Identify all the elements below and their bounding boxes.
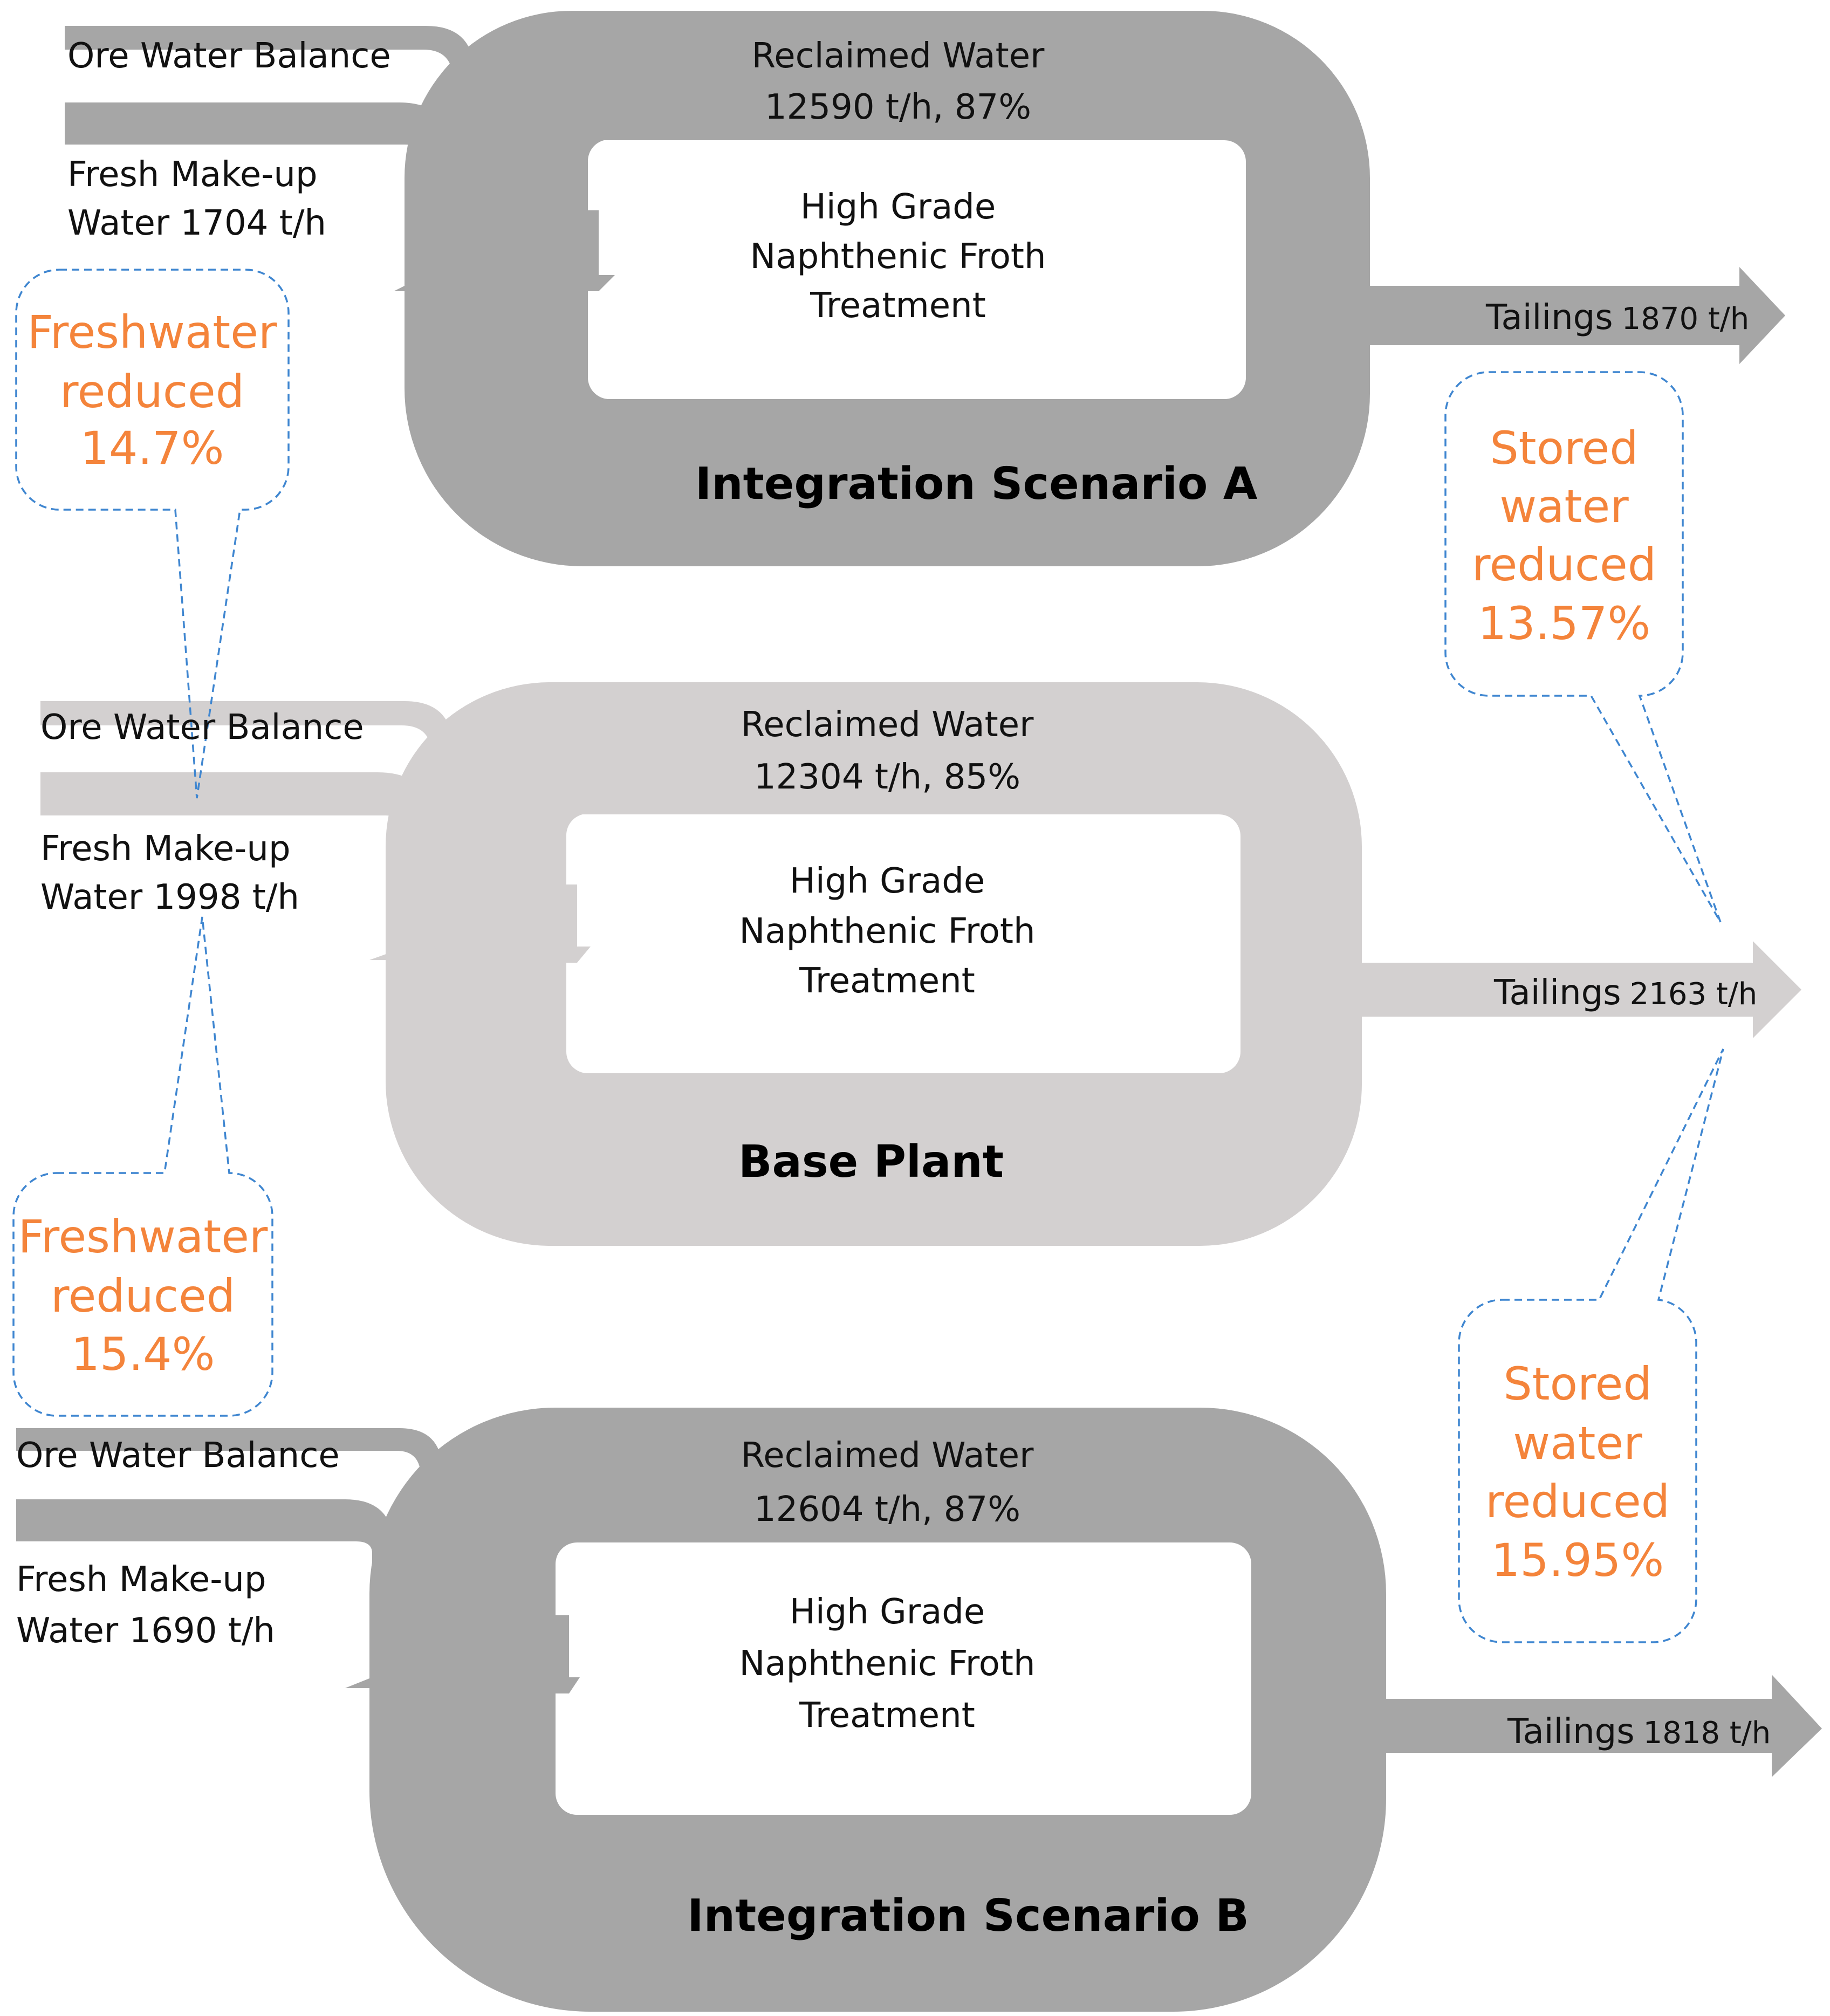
base-tailings-word: Tailings [1493, 973, 1621, 1013]
scenario-b-fresh-water-stream [16, 1499, 399, 1688]
scenario-a-reclaimed-loop [405, 11, 1370, 566]
base-reclaimed-line1: Reclaimed Water [741, 705, 1034, 745]
scenario-b-reclaimed-loop [369, 1408, 1386, 2012]
callout-freshwater-b-line2: reduced [51, 1270, 235, 1322]
base-title: Base Plant [738, 1136, 1004, 1188]
scenario-a-reclaimed-line1: Reclaimed Water [752, 36, 1045, 76]
base-tailings-label: Tailings 2163 t/h [1493, 973, 1757, 1013]
base-tailings-value: 2163 t/h [1630, 977, 1758, 1012]
scenario-a-ore-water-stream [65, 26, 475, 146]
scenario-b-inflow-notch [553, 1615, 580, 1693]
scenario-b-tailings-word: Tailings [1507, 1712, 1635, 1752]
scenario-a-process-line1: High Grade [800, 187, 996, 227]
callout-freshwater-b-line3: 15.4% [71, 1328, 215, 1381]
scenario-b-process-line2: Naphthenic Froth [739, 1644, 1035, 1684]
base-fresh-label-line1: Fresh Make-up [40, 829, 291, 869]
base-fresh-water-stream [40, 772, 445, 960]
scenario-b-diagram [16, 1408, 1822, 2012]
callout-stored-a-bubble [1444, 371, 1722, 923]
scenario-a-fresh-water-stream [65, 102, 464, 291]
callout-stored-a-line4: 13.57% [1478, 597, 1650, 650]
base-reclaimed-line2: 12304 t/h, 85% [754, 757, 1020, 797]
base-ore-label: Ore Water Balance [40, 708, 364, 748]
base-reclaimed-loop [386, 682, 1362, 1246]
scenario-b-process-line1: High Grade [790, 1592, 985, 1632]
scenario-a-diagram [65, 11, 1785, 566]
base-fresh-label-line2: Water 1998 t/h [40, 877, 299, 917]
callout-stored-b-line2: water [1513, 1417, 1642, 1470]
scenario-a-fresh-label-line1: Fresh Make-up [67, 155, 318, 195]
base-process-line3: Treatment [799, 961, 975, 1001]
scenario-b-process-line3: Treatment [799, 1696, 975, 1736]
base-tailings-arrow [1338, 941, 1801, 1038]
scenario-b-ore-water-stream [16, 1428, 442, 1548]
callout-stored-b-line3: reduced [1485, 1475, 1670, 1528]
callout-stored-b-line1: Stored [1503, 1357, 1651, 1410]
scenario-a-title: Integration Scenario A [695, 458, 1258, 510]
scenario-a-fresh-label-line2: Water 1704 t/h [67, 203, 326, 243]
callout-stored-b-bubble [1458, 1048, 1724, 1643]
base-process-line2: Naphthenic Froth [739, 911, 1035, 951]
callout-stored-a-line3: reduced [1472, 538, 1656, 591]
callout-freshwater-a-line2: reduced [60, 365, 244, 418]
scenario-b-ore-label: Ore Water Balance [16, 1436, 340, 1476]
callout-stored-a-line1: Stored [1490, 422, 1638, 475]
scenario-b-tailings-value: 1818 t/h [1643, 1716, 1771, 1751]
callout-freshwater-b-line1: Freshwater [18, 1210, 268, 1263]
callout-freshwater-a-line3: 14.7% [80, 422, 224, 475]
base-plant-diagram [40, 682, 1801, 1246]
callout-stored-a-line2: water [1499, 480, 1629, 533]
base-process-line1: High Grade [790, 861, 985, 901]
scenario-b-fresh-label-line2: Water 1690 t/h [16, 1611, 275, 1651]
base-inflow-notch [561, 884, 591, 963]
scenario-b-fresh-label-line1: Fresh Make-up [16, 1560, 266, 1600]
scenario-a-tailings-arrow [1338, 267, 1785, 364]
scenario-b-tailings-arrow [1348, 1675, 1822, 1777]
scenario-a-tailings-value: 1870 t/h [1622, 301, 1750, 337]
callout-freshwater-a-bubble [15, 269, 290, 799]
scenario-a-process-line3: Treatment [810, 286, 986, 326]
scenario-a-reclaimed-line2: 12590 t/h, 87% [765, 87, 1031, 127]
scenario-b-reclaimed-line1: Reclaimed Water [741, 1436, 1034, 1476]
scenario-a-tailings-word: Tailings [1485, 298, 1613, 338]
callout-stored-b-line4: 15.95% [1491, 1534, 1664, 1587]
scenario-b-reclaimed-line2: 12604 t/h, 87% [754, 1490, 1020, 1530]
scenario-a-inflow-notch [582, 210, 615, 291]
scenario-a-process-line2: Naphthenic Froth [750, 237, 1046, 277]
callout-freshwater-a-line1: Freshwater [28, 306, 277, 359]
scenario-b-title: Integration Scenario B [687, 1890, 1249, 1942]
scenario-a-ore-label: Ore Water Balance [67, 36, 391, 76]
callout-freshwater-b-bubble [12, 916, 273, 1417]
base-ore-water-stream [40, 701, 453, 820]
